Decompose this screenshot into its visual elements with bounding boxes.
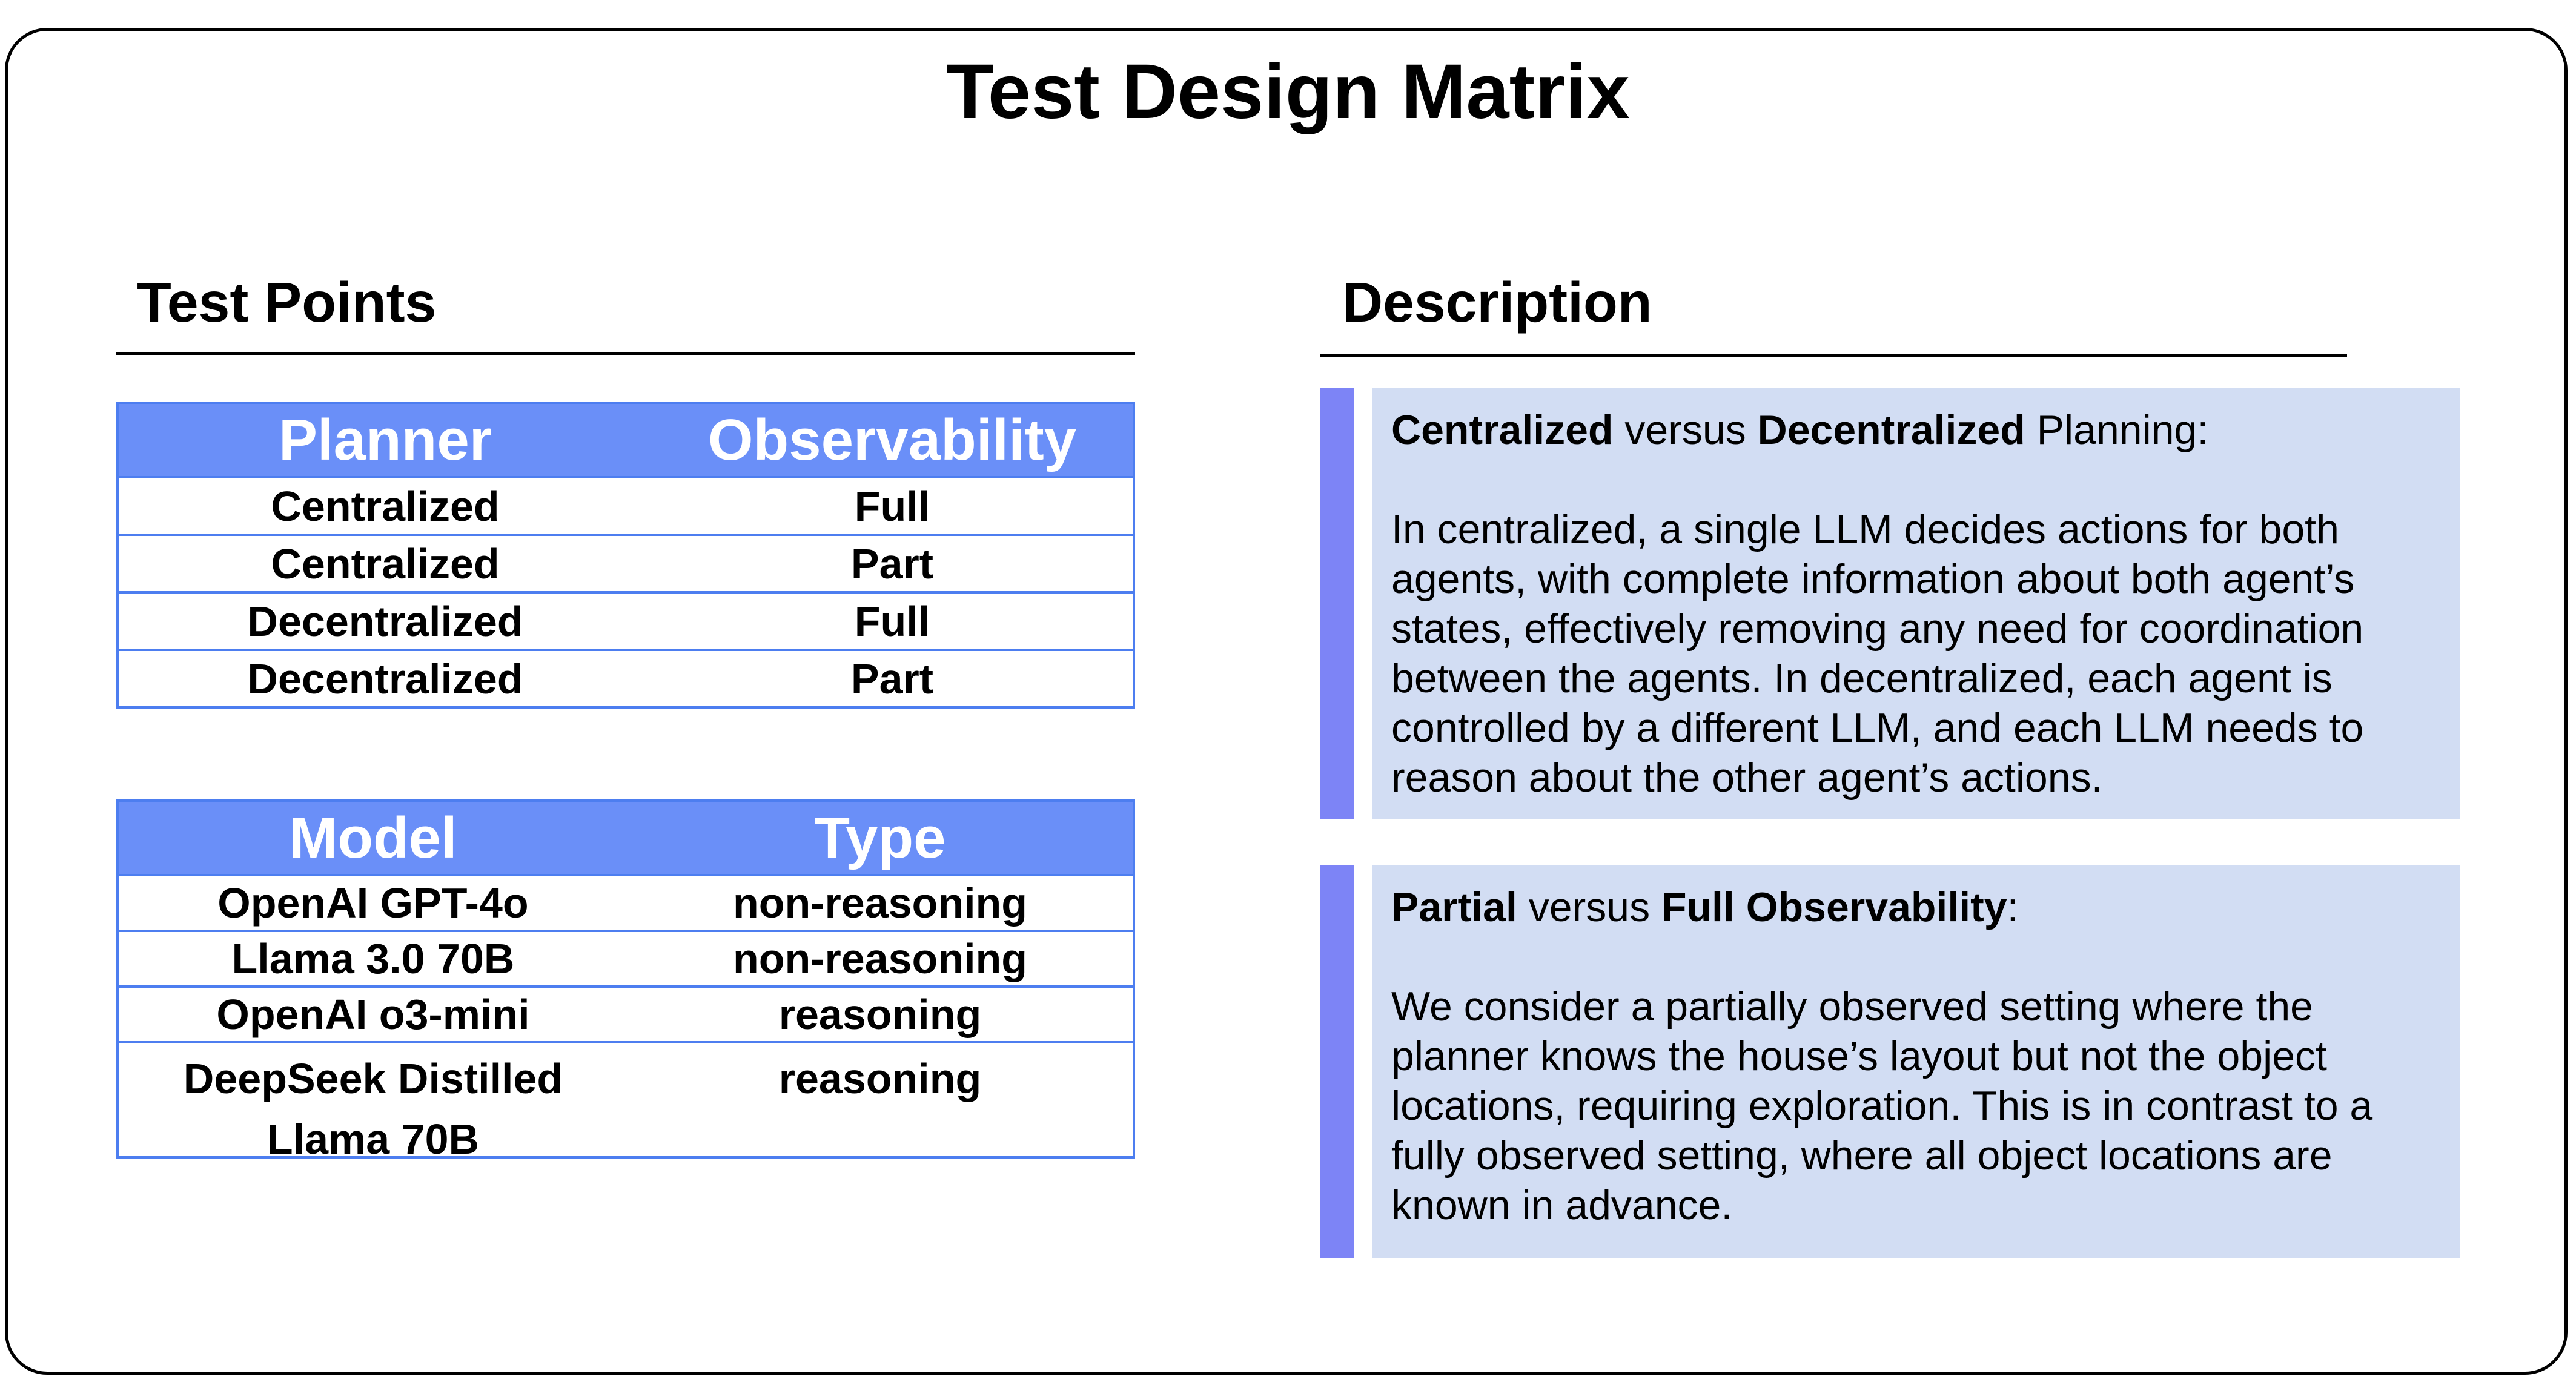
- planner-observability-table: Planner Observability Centralized Full C…: [116, 402, 1135, 709]
- type-cell: non-reasoning: [732, 879, 1028, 927]
- planner-cell: Centralized: [271, 482, 500, 530]
- type-column-header: Type: [814, 805, 946, 870]
- observability-column-header: Observability: [707, 407, 1077, 472]
- description-rule: [1320, 354, 2347, 357]
- table-row: Decentralized Part: [119, 649, 1133, 706]
- diagram-title: Test Design Matrix: [946, 48, 1630, 135]
- model-cell: Llama 3.0 70B: [231, 935, 515, 982]
- connector-text: versus: [1613, 407, 1758, 453]
- planning-description-title: Centralized versus Decentralized Plannin…: [1391, 405, 2435, 455]
- model-cell: DeepSeek Distilled Llama 70B: [183, 1055, 563, 1163]
- accent-bar: [1320, 388, 1354, 819]
- test-points-heading: Test Points: [137, 271, 437, 334]
- model-column-header: Model: [289, 805, 457, 870]
- observability-description-body: We consider a partially observed setting…: [1391, 984, 2373, 1228]
- suffix-text: :: [2007, 884, 2019, 930]
- planning-description-body: In centralized, a single LLM decides act…: [1391, 506, 2364, 801]
- observability-cell: Part: [850, 540, 934, 587]
- term-partial: Partial: [1391, 884, 1517, 930]
- table-row: Llama 3.0 70B non-reasoning: [119, 930, 1133, 985]
- type-cell: non-reasoning: [732, 935, 1028, 982]
- planning-description-box: Centralized versus Decentralized Plannin…: [1372, 388, 2460, 819]
- observability-cell: Full: [854, 597, 930, 645]
- observability-description: Partial versus Full Observability: We co…: [1320, 865, 2460, 1258]
- table-row: Centralized Full: [119, 476, 1133, 534]
- suffix-text: Planning:: [2025, 407, 2209, 453]
- planning-description: Centralized versus Decentralized Plannin…: [1320, 388, 2460, 819]
- table-row: OpenAI GPT-4o non-reasoning: [119, 874, 1133, 930]
- term-decentralized: Decentralized: [1757, 407, 2025, 453]
- observability-cell: Full: [854, 482, 930, 530]
- planner-column-header: Planner: [278, 407, 492, 472]
- accent-bar: [1320, 865, 1354, 1258]
- table-row: Decentralized Full: [119, 591, 1133, 649]
- table-row: DeepSeek Distilled Llama 70B reasoning: [119, 1041, 1133, 1163]
- model-cell: OpenAI GPT-4o: [217, 879, 529, 927]
- connector-text: versus: [1517, 884, 1661, 930]
- observability-cell: Part: [850, 655, 934, 703]
- observability-description-title: Partial versus Full Observability:: [1391, 882, 2435, 932]
- term-full-observability: Full Observability: [1661, 884, 2007, 930]
- model-cell: OpenAI o3-mini: [216, 991, 530, 1038]
- term-centralized: Centralized: [1391, 407, 1614, 453]
- test-points-rule: [116, 352, 1135, 355]
- table-row: OpenAI o3-mini reasoning: [119, 985, 1133, 1041]
- model-type-table: Model Type OpenAI GPT-4o non-reasoning L…: [116, 799, 1135, 1163]
- type-cell: reasoning: [778, 991, 982, 1038]
- planner-cell: Decentralized: [247, 597, 523, 645]
- description-heading: Description: [1342, 271, 1652, 334]
- table-header: Model Type: [119, 802, 1133, 874]
- planner-cell: Decentralized: [247, 655, 523, 703]
- planner-cell: Centralized: [271, 540, 500, 587]
- table-header: Planner Observability: [119, 404, 1133, 476]
- observability-description-box: Partial versus Full Observability: We co…: [1372, 865, 2460, 1258]
- type-cell: reasoning: [778, 1055, 982, 1102]
- table-row: Centralized Part: [119, 534, 1133, 591]
